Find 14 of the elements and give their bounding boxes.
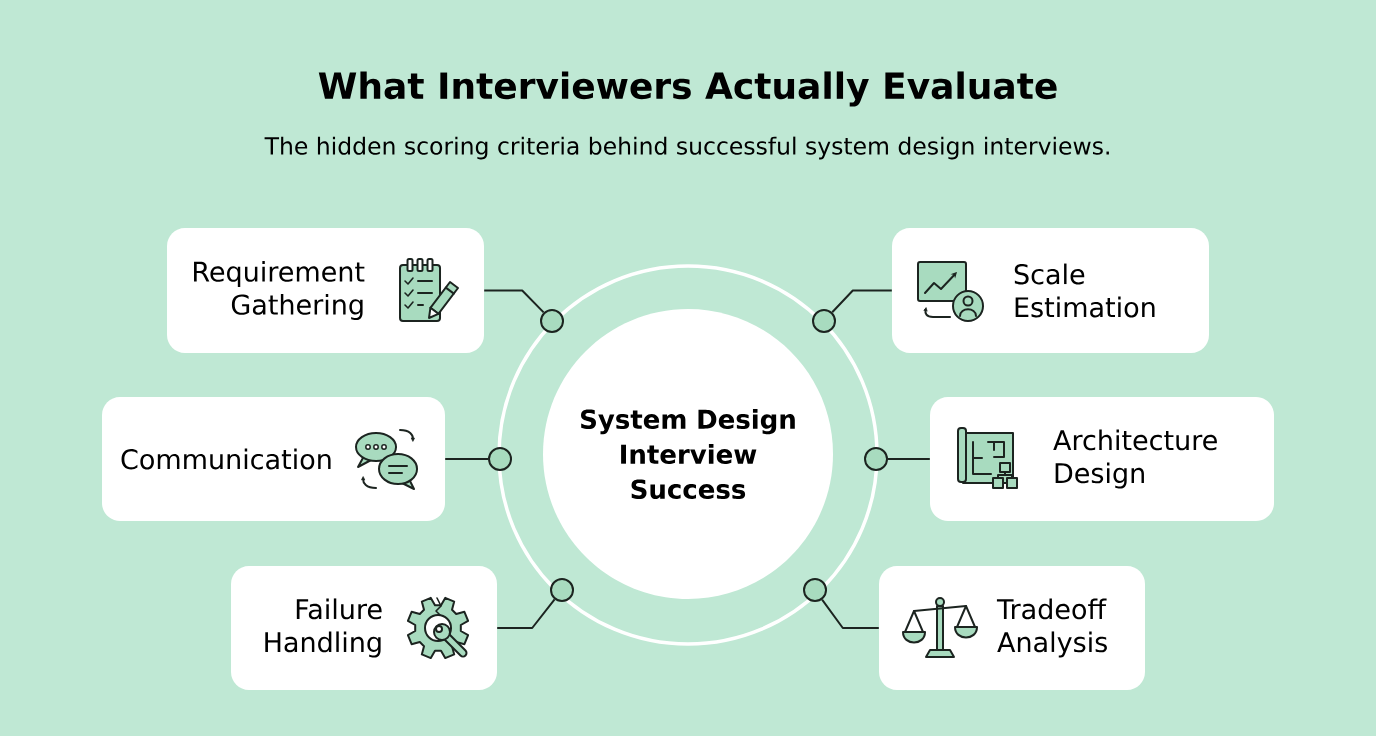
card: Tradeoff Analysis — [879, 566, 1145, 690]
card: Requirement Gathering — [167, 228, 484, 353]
subtitle: The hidden scoring criteria behind successful system design interviews. — [264, 136, 1109, 160]
card: Architecture Design — [930, 397, 1274, 521]
card: Scale Estimation — [892, 228, 1209, 353]
connector-line — [831, 289, 893, 314]
connector-line — [483, 289, 545, 314]
card: Communication — [102, 397, 445, 521]
connector-line — [821, 598, 880, 629]
title: What Interviewers Actually Evaluate — [318, 71, 1057, 107]
connector-line — [496, 598, 556, 629]
connector-line — [887, 458, 931, 460]
connector-line — [444, 458, 489, 460]
card: Failure Handling — [231, 566, 497, 690]
